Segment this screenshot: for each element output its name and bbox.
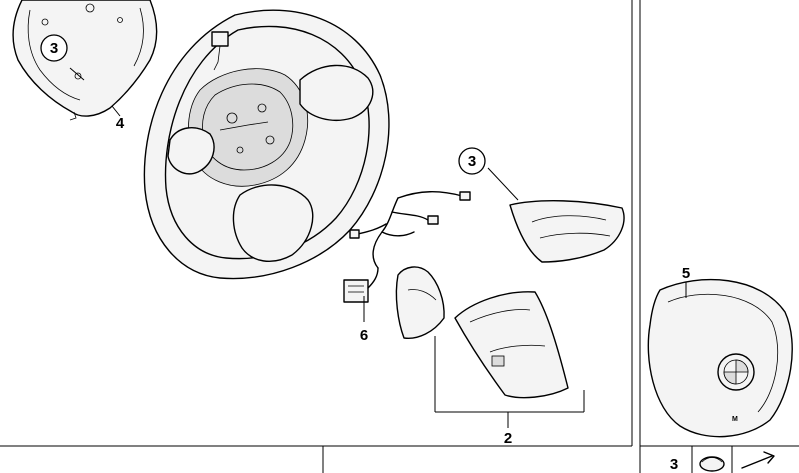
rear-trim-cover [12, 0, 158, 121]
callout-4: 4 [116, 115, 125, 132]
callout-2: 2 [504, 430, 512, 447]
svg-text:3: 3 [468, 153, 476, 170]
lower-spoke-cover [454, 291, 569, 399]
upper-spoke-cover [509, 200, 625, 263]
callout-5: 5 [682, 265, 690, 282]
steering-wheel [143, 9, 390, 280]
leader-lines [69, 67, 687, 428]
callout-3-right: 3 [458, 147, 486, 175]
frame-main [0, 0, 633, 473]
airbag-logo-text: M [732, 416, 738, 423]
callout-6: 6 [360, 327, 368, 344]
wiring-harness [343, 191, 471, 303]
callout-3-bottom: 3 [670, 456, 678, 473]
small-cap-part [699, 456, 725, 472]
arrow-icon [741, 451, 775, 469]
left-spoke-cover [395, 266, 445, 339]
callout-3-top-left: 3 [40, 34, 68, 62]
svg-text:3: 3 [50, 40, 58, 57]
frame-side [639, 0, 799, 473]
airbag-module: M [647, 278, 793, 438]
